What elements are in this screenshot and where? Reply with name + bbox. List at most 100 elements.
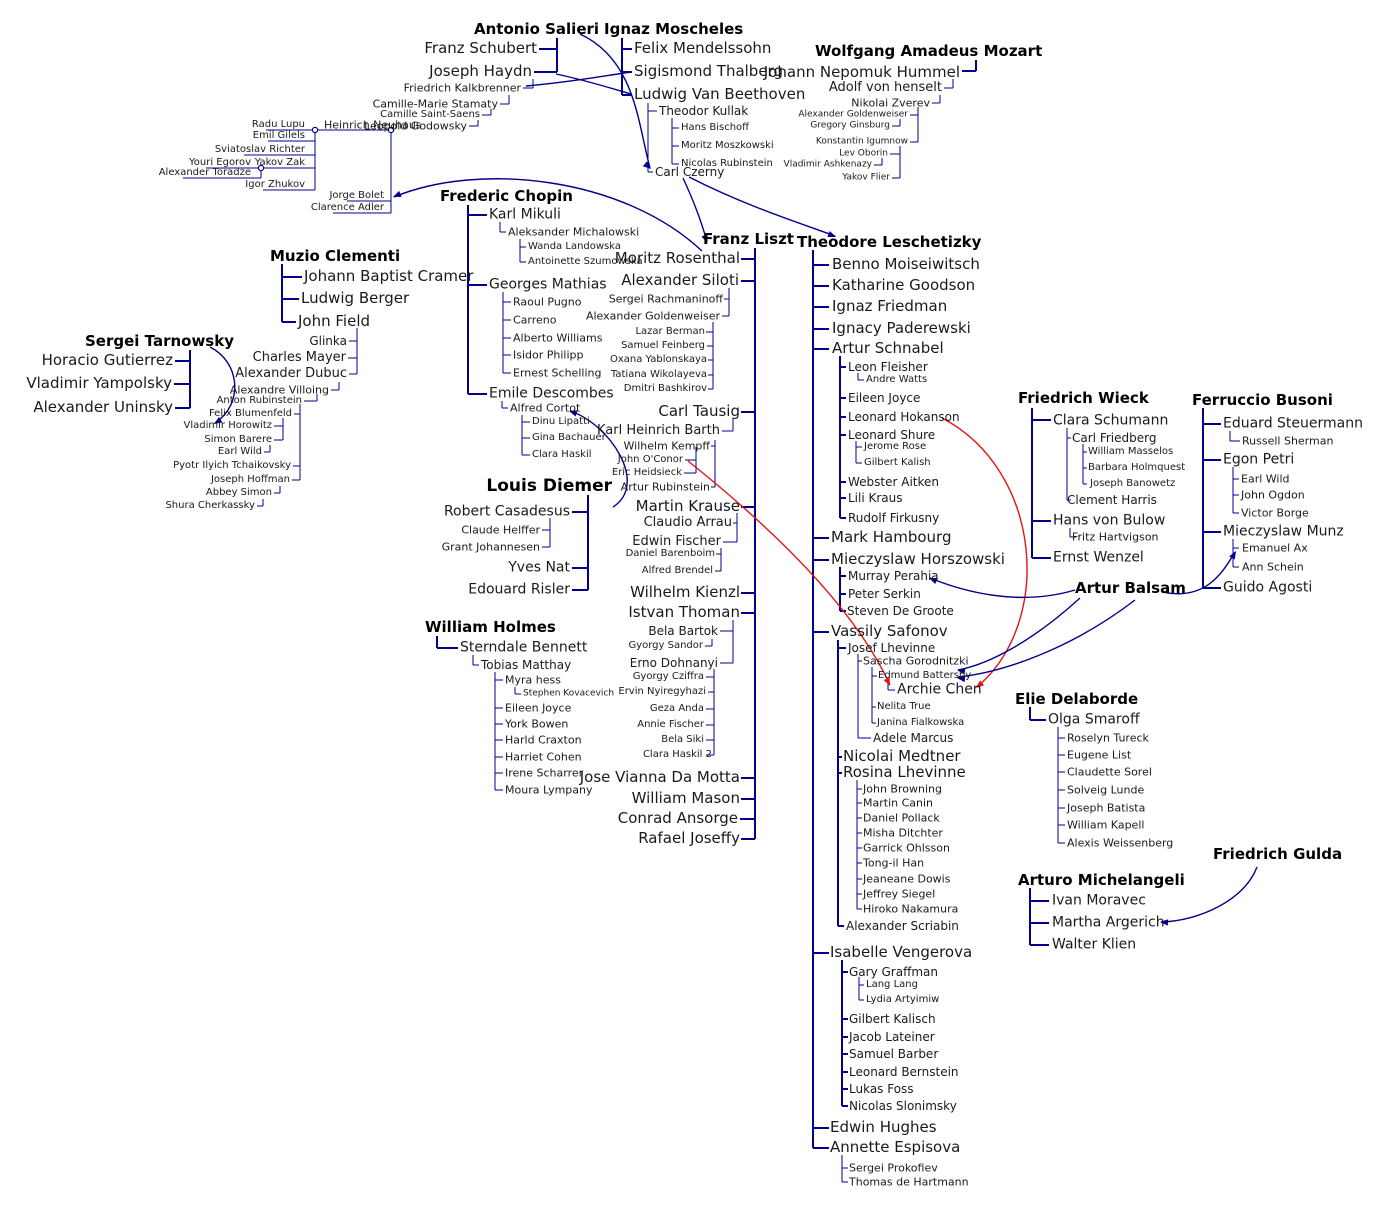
person-tobias-matthay: Tobias Matthay [481,657,572,672]
person-jeaneane-dowis: Jeaneane Dowis [863,872,951,886]
person-andre-watts: Andre Watts [866,373,928,385]
person-carreno: Carreno [513,313,557,327]
person-louis-diemer: Louis Diemer [486,476,612,497]
person-alexander-scriabin: Alexander Scriabin [846,918,959,933]
person-olga-smaroff: Olga Smaroff [1048,711,1140,728]
person-jorge-bolet: Jorge Bolet [329,189,384,201]
person-ivan-moravec: Ivan Moravec [1052,892,1146,909]
person-raoul-pugno: Raoul Pugno [513,295,582,309]
person-benno-moiseiwitsch: Benno Moiseiwitsch [832,255,980,274]
person-anton-rubinstein: Anton Rubinstein [216,394,302,406]
person-wilhelm-kienzl: Wilhelm Kienzl [630,583,740,602]
person-rudolf-firkusny: Rudolf Firkusny [848,510,940,525]
person-eileen-joyce: Eileen Joyce [505,701,572,715]
person-aleksander-michalowski: Aleksander Michalowski [508,225,640,239]
person-earl-wild: Earl Wild [217,445,262,457]
person-artur-balsam: Artur Balsam [1075,579,1186,598]
person-william-masselos: William Masselos [1088,445,1174,457]
person-jeffrey-siegel: Jeffrey Siegel [863,887,936,901]
person-radu-lupu: Radu Lupu [251,118,305,130]
person-shura-cherkassky: Shura Cherkassky [165,499,255,511]
person-solveig-lunde: Solveig Lunde [1067,783,1145,797]
person-sterndale-bennett: Sterndale Bennett [460,639,588,656]
person-heinrich-neuhaus: Heinrich Neuhaus [324,118,422,132]
red-link-curve [687,460,891,686]
person-webster-aitken: Webster Aitken [848,474,940,489]
arrowhead-icon [976,680,985,688]
person-lili-kraus: Lili Kraus [848,490,903,505]
person-joseph-haydn: Joseph Haydn [429,62,532,81]
person-robert-casadesus: Robert Casadesus [443,503,570,520]
person-istvan-thoman: Istvan Thoman [628,603,740,622]
person-johann-baptist-cramer: Johann Baptist Cramer [304,267,474,286]
person-antoinette-szumowska: Antoinette Szumowska [528,255,643,267]
person-vladimir-ashkenazy: Vladimir Ashkenazy [783,159,872,170]
junction-dot-icon [387,126,395,134]
teacher-link-curve [209,346,236,424]
person-daniel-pollack: Daniel Pollack [863,811,940,825]
person-hiroko-nakamura: Hiroko Nakamura [863,902,959,916]
arrowhead-icon [827,231,836,237]
person-thomas-de-hartmann: Thomas de Hartmann [849,1175,969,1189]
arrowhead-icon [214,416,223,424]
person-geza-anda: Geza Anda [649,702,704,714]
person-lazar-berman: Lazar Berman [635,325,705,337]
person-martin-krause: Martin Krause [635,497,740,516]
person-artur-schnabel: Artur Schnabel [832,339,944,358]
person-alexis-weissenberg: Alexis Weissenberg [1067,836,1174,850]
person-ann-schein: Ann Schein [1242,560,1304,574]
person-franz-schubert: Franz Schubert [424,39,537,58]
person-tatiana-wikolayeva: Tatiana Wikolayeva [610,368,707,380]
person-ludwig-van-beethoven: Ludwig Van Beethoven [634,85,806,104]
person-abbey-simon: Abbey Simon [205,486,272,498]
person-william-holmes: William Holmes [425,618,556,637]
person-gyorgy-cziffra: Gyorgy Cziffra [632,670,704,682]
person-bela-bartok: Bela Bartok [648,623,718,638]
person-felix-blumenfeld: Felix Blumenfeld [208,407,292,419]
person-friedrich-gulda: Friedrich Gulda [1213,845,1343,864]
teacher-link-curve [525,71,632,87]
arrowhead-icon [701,234,708,243]
person-daniel-barenboim: Daniel Barenboim [625,547,715,559]
person-eugene-list: Eugene List [1067,748,1132,762]
person-alexander-siloti: Alexander Siloti [621,271,739,290]
person-gilbert-kalish: Gilbert Kalish [864,456,931,468]
person-sergei-prokofiev: Sergei Prokofiev [849,1161,938,1175]
person-lev-oborin: Lev Oborin [839,148,888,159]
person-alexandre-villoing: Alexandre Villoing [229,383,329,397]
person-konstantin-igumnow: Konstantin Igumnow [815,136,908,147]
person-jerome-rose: Jerome Rose [864,440,927,452]
person-karl-mikuli: Karl Mikuli [489,206,561,223]
person-sigismond-thalberg: Sigismond Thalberg [634,62,783,81]
person-ignaz-friedman: Ignaz Friedman [832,297,948,316]
person-annie-fischer: Annie Fischer [637,718,704,730]
person-rosina-lhevinne: Rosina Lhevinne [843,763,966,782]
person-edmund-battersby: Edmund Battersby [878,669,972,681]
person-harld-craxton: Harld Craxton [505,733,582,747]
person-vassily-safonov: Vassily Safonov [831,622,948,641]
person-katharine-goodson: Katharine Goodson [832,276,976,295]
person-yves-nat: Yves Nat [508,559,570,576]
person-frederic-chopin: Frederic Chopin [440,187,573,206]
person-leonard-hokanson: Leonard Hokanson [848,409,960,424]
person-guido-agosti: Guido Agosti [1223,579,1313,596]
person-erno-dohnanyi: Erno Dohnanyi [629,655,718,670]
person-carl-czerny: Carl Czerny [655,164,725,179]
person-annette-espisova: Annette Espisova [830,1138,961,1157]
person-wolfgang-amadeus-mozart: Wolfgang Amadeus Mozart [815,42,1043,61]
person-archie-chen: Archie Chen [897,681,982,698]
person-isidor-philipp: Isidor Philipp [513,348,584,362]
person-john-field: John Field [298,312,371,331]
person-leopold-godowsky: Leopold Godowsky [364,119,467,133]
person-simon-barere: Simon Barere [204,433,272,445]
person-hans-von-bulow: Hans von Bulow [1053,512,1166,529]
person-ignacy-paderewski: Ignacy Paderewski [832,319,971,338]
person-friedrich-kalkbrenner: Friedrich Kalkbrenner [403,81,521,95]
person-victor-borge: Victor Borge [1241,506,1309,520]
person-wilhelm-kempff: Wilhelm Kempff [623,439,710,453]
person-john-ogdon: John Ogdon [1241,488,1305,502]
person-gilbert-kalisch: Gilbert Kalisch [849,1011,936,1026]
person-alfred-brendel: Alfred Brendel [641,564,713,576]
person-ervin-nyiregyhazi: Ervin Nyiregyhazi [618,685,706,697]
person-edwin-fischer: Edwin Fischer [632,534,721,550]
